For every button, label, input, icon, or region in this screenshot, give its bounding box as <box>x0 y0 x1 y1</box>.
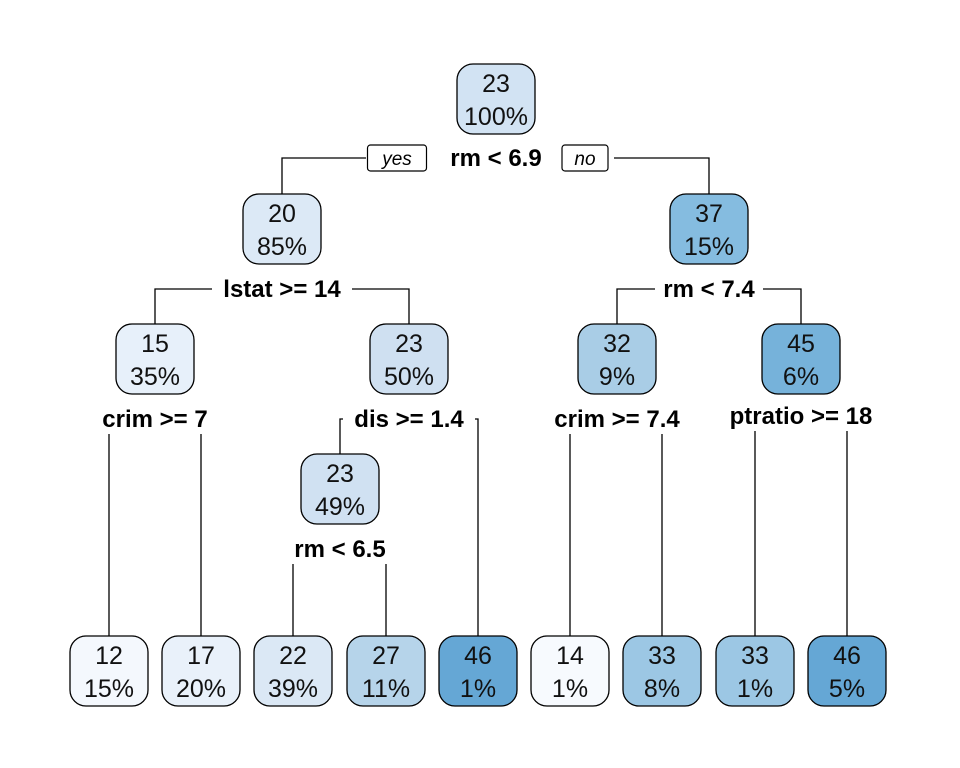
node-value: 12 <box>95 642 123 670</box>
branch-no-label: no <box>574 149 595 170</box>
split-label-s7: ptratio >= 18 <box>730 403 873 430</box>
node-value: 45 <box>787 330 815 358</box>
node-value: 15 <box>141 330 169 358</box>
node-percent: 35% <box>130 363 180 391</box>
node-percent: 5% <box>829 675 865 703</box>
node-percent: 1% <box>460 675 496 703</box>
tree-node-l5: 461% <box>438 635 518 707</box>
split-label-s5: dis >= 1.4 <box>354 406 464 433</box>
node-percent: 39% <box>268 675 318 703</box>
tree-node-n6: 329% <box>577 323 657 395</box>
node-box <box>715 635 795 707</box>
edge-s2-right <box>352 288 410 324</box>
node-value: 33 <box>648 642 676 670</box>
node-box <box>807 635 887 707</box>
node-percent: 15% <box>684 233 734 261</box>
node-value: 17 <box>187 642 215 670</box>
split-label-s6: crim >= 7.4 <box>554 406 680 433</box>
node-box <box>253 635 333 707</box>
node-box <box>530 635 610 707</box>
node-percent: 8% <box>644 675 680 703</box>
node-box <box>761 323 841 395</box>
split-label-s3: rm < 7.4 <box>663 276 755 303</box>
node-box <box>242 193 322 265</box>
node-value: 20 <box>268 200 296 228</box>
tree-split-labels: yes no rm < 6.9 lstat >= 14 rm < 7.4 crim >= … <box>102 144 873 563</box>
node-box <box>456 63 536 135</box>
node-value: 46 <box>833 642 861 670</box>
split-label-s8: rm < 6.5 <box>294 536 385 563</box>
tree-node-l6: 141% <box>530 635 610 707</box>
tree-node-n1: 23 100% <box>456 63 536 135</box>
node-box <box>438 635 518 707</box>
node-percent: 85% <box>257 233 307 261</box>
edge-s3-left <box>616 288 655 324</box>
node-percent: 20% <box>176 675 226 703</box>
edge-s3-right <box>763 288 802 324</box>
split-label-s4: crim >= 7 <box>102 406 207 433</box>
tree-node-l7: 338% <box>622 635 702 707</box>
edge-s5-right <box>475 418 479 636</box>
edge-s1-right <box>614 157 710 194</box>
node-value: 27 <box>372 642 400 670</box>
tree-edges <box>108 157 848 636</box>
edge-s1-left <box>281 157 366 194</box>
node-percent: 100% <box>464 103 528 131</box>
node-box <box>300 453 380 525</box>
branch-yes-label: yes <box>380 149 412 170</box>
tree-node-l8: 331% <box>715 635 795 707</box>
node-percent: 9% <box>599 363 635 391</box>
node-percent: 49% <box>315 493 365 521</box>
node-percent: 6% <box>783 363 819 391</box>
node-percent: 15% <box>84 675 134 703</box>
node-value: 32 <box>603 330 631 358</box>
node-percent: 1% <box>552 675 588 703</box>
node-percent: 11% <box>362 675 410 703</box>
edge-s2-left <box>154 288 212 324</box>
node-box <box>161 635 241 707</box>
tree-nodes: 23100%2085%3715%1535%2350%329%456%2349%1… <box>69 63 887 707</box>
node-percent: 50% <box>384 363 434 391</box>
node-value: 23 <box>395 330 423 358</box>
node-value: 22 <box>279 642 307 670</box>
node-value: 37 <box>695 200 723 228</box>
node-value: 23 <box>326 460 354 488</box>
node-value: 46 <box>464 642 492 670</box>
edge-s5-left <box>339 418 343 454</box>
node-box <box>669 193 749 265</box>
node-value: 33 <box>741 642 769 670</box>
node-box <box>115 323 195 395</box>
node-value: 14 <box>556 642 584 670</box>
split-label-s1: rm < 6.9 <box>450 145 541 172</box>
split-label-s2: lstat >= 14 <box>223 276 341 303</box>
node-box <box>369 323 449 395</box>
node-value: 23 <box>482 70 510 98</box>
branch-no-box <box>561 144 609 172</box>
tree-node-l9: 465% <box>807 635 887 707</box>
node-box <box>622 635 702 707</box>
node-percent: 1% <box>737 675 773 703</box>
node-box <box>69 635 149 707</box>
branch-yes-box <box>366 144 428 172</box>
node-box <box>577 323 657 395</box>
tree-node-n7: 456% <box>761 323 841 395</box>
node-box <box>346 635 426 707</box>
